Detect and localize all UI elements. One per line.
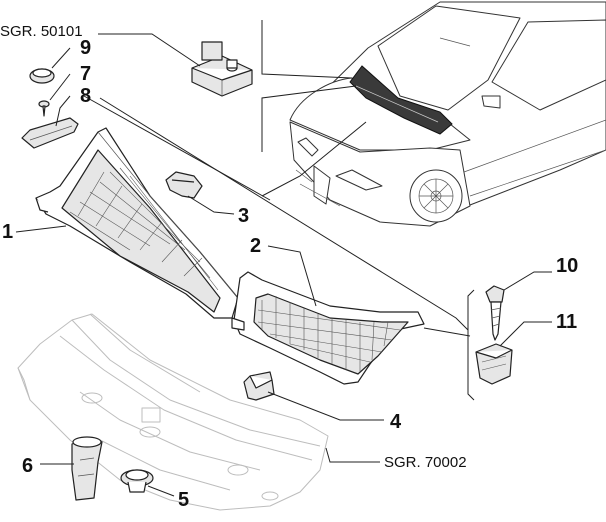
part-6-duct bbox=[71, 436, 103, 501]
labels: SGR. 50101 SGR. 70002 9 7 8 1 3 2 10 11 … bbox=[0, 23, 578, 511]
callout-1: 1 bbox=[2, 221, 13, 243]
body-panel-outline bbox=[17, 313, 329, 511]
relay-block bbox=[191, 41, 253, 97]
callout-10: 10 bbox=[556, 255, 578, 277]
callout-5: 5 bbox=[178, 489, 189, 511]
callout-4: 4 bbox=[390, 411, 402, 433]
ref-sgr-50101: SGR. 50101 bbox=[0, 23, 83, 40]
ref-sgr-70002: SGR. 70002 bbox=[384, 454, 467, 471]
part-1-left-cowl-panel bbox=[35, 127, 239, 319]
part-4-bracket bbox=[243, 371, 275, 401]
part-2-right-cowl-panel bbox=[231, 271, 425, 385]
part-8-seal-strip bbox=[21, 117, 79, 149]
callout-6: 6 bbox=[22, 455, 33, 477]
part-7-screw bbox=[38, 100, 50, 117]
callout-3: 3 bbox=[238, 205, 249, 227]
part-10-screw bbox=[485, 285, 505, 341]
part-11-clip bbox=[475, 343, 513, 385]
callout-7: 7 bbox=[80, 63, 91, 85]
callout-2: 2 bbox=[250, 235, 261, 257]
part-5-grommet bbox=[120, 469, 154, 493]
callout-9: 9 bbox=[80, 37, 91, 59]
leader-lines bbox=[15, 20, 552, 497]
part-3-clip bbox=[165, 171, 203, 199]
callout-8: 8 bbox=[80, 85, 91, 107]
callout-11: 11 bbox=[556, 311, 577, 333]
car-illustration bbox=[289, 1, 606, 227]
part-9-cap bbox=[29, 68, 55, 84]
